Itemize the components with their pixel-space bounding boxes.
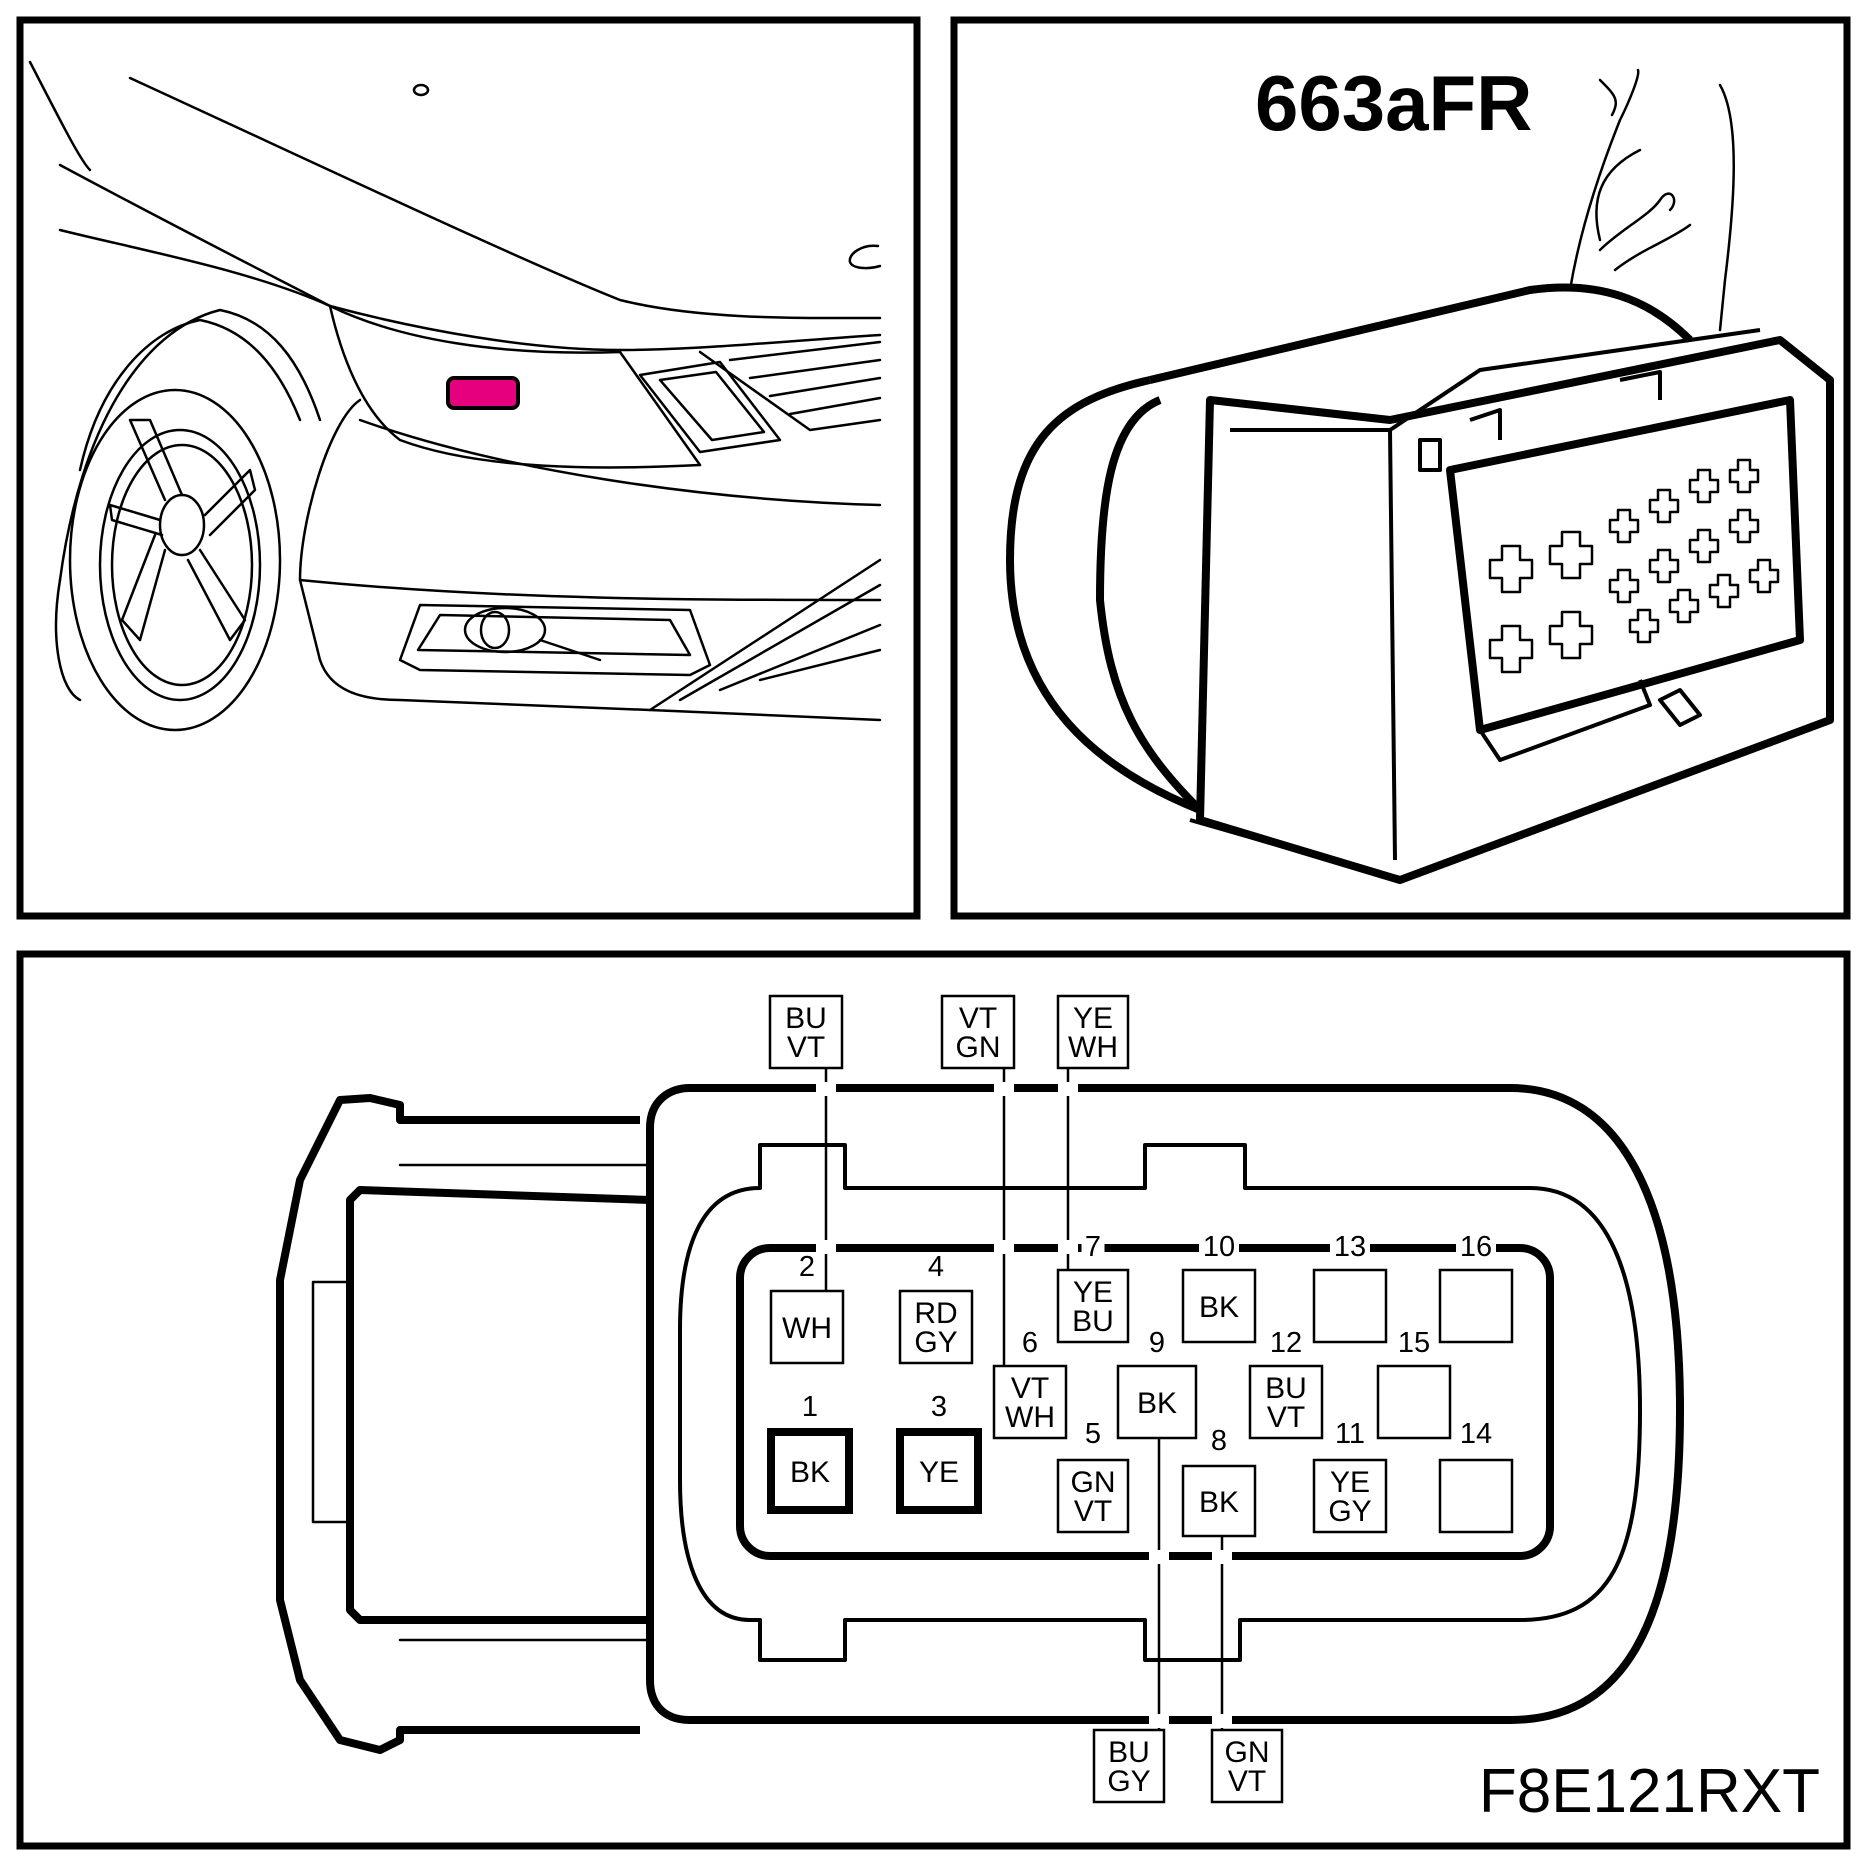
wire-color-code: BU: [1072, 1305, 1114, 1338]
pin-8: 8BK: [1181, 1425, 1257, 1538]
wire-color-code: YE: [1330, 1466, 1370, 1499]
wire-color-code: BU: [785, 1002, 827, 1035]
pin-1: 1BK: [767, 1391, 853, 1514]
wire-color-code: WH: [1068, 1031, 1118, 1064]
wire-color-code: BK: [1137, 1387, 1177, 1420]
pin-cavity: [898, 1289, 974, 1365]
pin-cavity: [1312, 1268, 1388, 1344]
wire-color-code: GY: [1107, 1765, 1150, 1798]
wire-color-code: WH: [782, 1312, 832, 1345]
pin-cavity: [896, 1428, 982, 1514]
wire-color-code: BU: [1108, 1736, 1150, 1769]
pin-cavity: [769, 1289, 845, 1365]
pin-number: 8: [1211, 1425, 1227, 1457]
wire-color-code: BU: [1265, 1372, 1307, 1405]
pin-16: 16: [1438, 1231, 1514, 1344]
pin-15: 15: [1376, 1327, 1452, 1440]
pin-13: 13: [1312, 1231, 1388, 1344]
wire-label-box: [1210, 1728, 1284, 1804]
wire-color-code: GN: [956, 1031, 1001, 1064]
pin-number: 2: [799, 1251, 815, 1283]
pin-3: 3YE: [896, 1391, 982, 1514]
pin-2: 2WH: [769, 1251, 845, 1365]
pin-number: 13: [1334, 1231, 1366, 1263]
wire-color-code: GN: [1225, 1736, 1270, 1769]
pin-layer: 1BK2WH3YE4RDGY5GNVT6VTWH7YEBU8BK9BK10BK1…: [767, 1231, 1514, 1538]
pin-number: 4: [928, 1251, 944, 1283]
pin-cavity: [1376, 1364, 1452, 1440]
wire-color-code: VT: [1267, 1401, 1305, 1434]
wire-color-code: YE: [919, 1456, 959, 1489]
pin-number: 15: [1398, 1327, 1430, 1359]
pin-cavity: [1181, 1268, 1257, 1344]
wire-color-code: VT: [1011, 1372, 1049, 1405]
wire-color-code: WH: [1005, 1401, 1055, 1434]
figure-id: F8E121RXT: [1479, 1757, 1820, 1826]
pin-number: 10: [1203, 1231, 1235, 1263]
wire-color-code: VT: [959, 1002, 997, 1035]
wire-label-box: [940, 994, 1016, 1070]
pinout-panel: 1BK2WH3YE4RDGY5GNVT6VTWH7YEBU8BK9BK10BK1…: [16, 950, 1851, 1850]
pin-cavity: [1438, 1458, 1514, 1534]
pin-cavity: [1312, 1458, 1388, 1534]
pin-number: 14: [1460, 1418, 1492, 1450]
pin-cavity: [1181, 1464, 1257, 1538]
wire-color-code: GY: [1328, 1495, 1371, 1528]
pin-number: 12: [1270, 1327, 1302, 1359]
pin-cavity: [767, 1428, 853, 1514]
wire-color-code: VT: [787, 1031, 825, 1064]
wire-color-code: YE: [1073, 1002, 1113, 1035]
wire-label-box: [1056, 994, 1130, 1070]
pin-cavity: [1438, 1268, 1514, 1344]
pin-14: 14: [1438, 1418, 1514, 1534]
connector-title: 663aFR: [1255, 59, 1533, 147]
connector-view-panel: 663aFR: [950, 16, 1851, 920]
pin-cavity: [1248, 1364, 1324, 1440]
pin-number: 3: [931, 1391, 947, 1423]
wire-color-code: BK: [790, 1456, 830, 1489]
wire-color-code: YE: [1073, 1276, 1113, 1309]
pin-cavity: [992, 1364, 1068, 1440]
connector-illustration: [1006, 68, 1834, 884]
pin-number: 9: [1149, 1327, 1165, 1359]
pin-cavity: [1056, 1268, 1130, 1344]
wire-color-code: BK: [1199, 1486, 1239, 1519]
wire-label-box: [768, 994, 844, 1070]
wires: [824, 1068, 1224, 1735]
pin-number: 5: [1085, 1418, 1101, 1450]
vehicle-front-illustration: [28, 60, 882, 732]
wire-color-code: VT: [1228, 1765, 1266, 1798]
pin-number: 11: [1335, 1418, 1365, 1450]
pin-9: 9BK: [1116, 1327, 1198, 1440]
component-location-marker: [446, 376, 520, 410]
vehicle-location-panel: [16, 16, 921, 920]
pin-number: 16: [1460, 1231, 1492, 1263]
pin-number: 6: [1022, 1327, 1038, 1359]
connector-outline: [276, 1084, 1684, 1754]
wire-label-box: [1092, 1728, 1166, 1804]
wire-color-code: BK: [1199, 1291, 1239, 1324]
wire-color-code: RD: [914, 1297, 957, 1330]
pin-number: 1: [802, 1391, 818, 1423]
pin-number: 7: [1085, 1231, 1101, 1263]
wire-color-code: GY: [914, 1326, 957, 1359]
wire-color-code: VT: [1074, 1495, 1112, 1528]
pin-cavity: [1116, 1364, 1198, 1440]
pin-cavity: [1056, 1458, 1130, 1534]
wire-color-code: GN: [1071, 1466, 1116, 1499]
